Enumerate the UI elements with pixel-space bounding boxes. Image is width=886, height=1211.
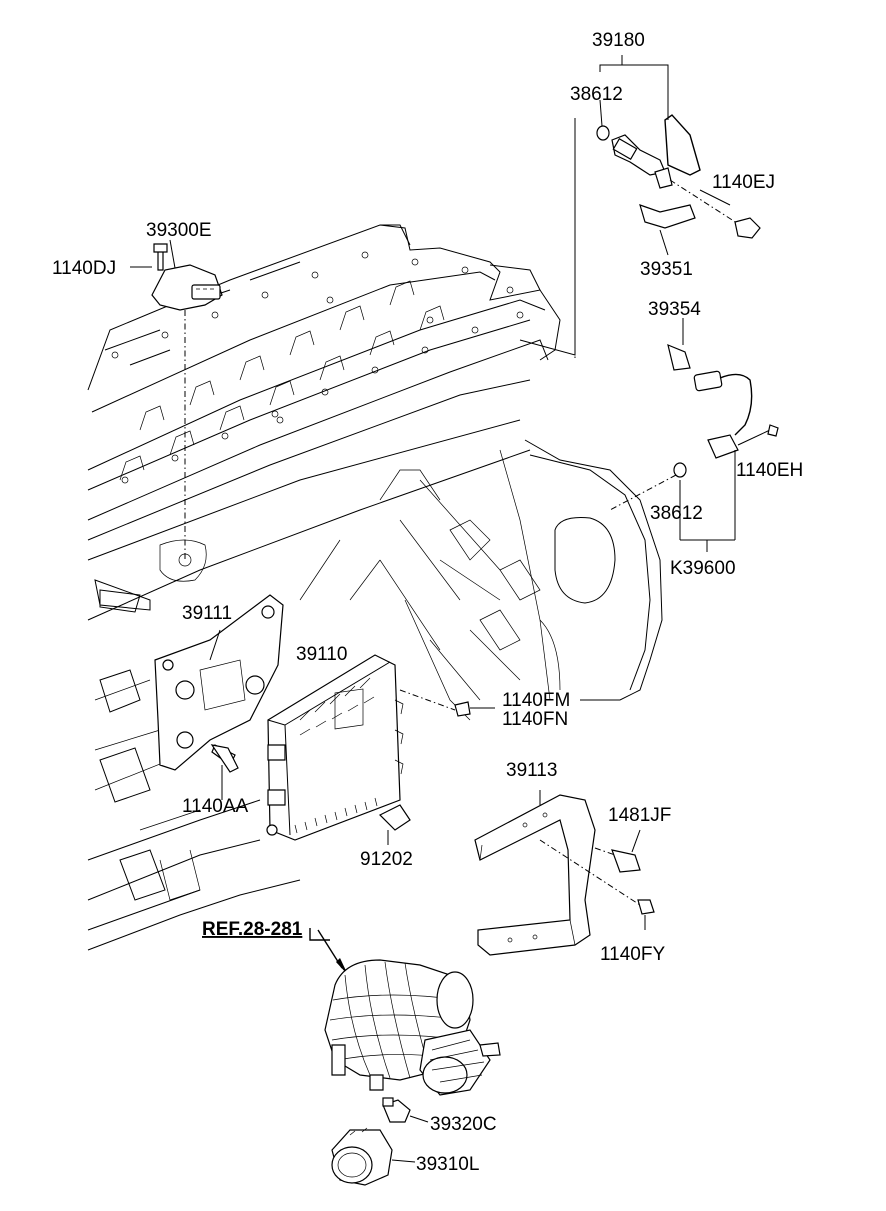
label-1140ej: 1140EJ — [712, 172, 775, 193]
label-39320c: 39320C — [430, 1114, 497, 1135]
air-cleaner-assembly — [309, 928, 501, 1096]
support-bracket — [474, 790, 655, 956]
label-1140aa: 1140AA — [182, 796, 249, 817]
label-38612-top: 38612 — [570, 84, 623, 105]
ecu-mounting-bracket — [154, 594, 284, 790]
ecu-module — [266, 654, 495, 845]
bolt-1140aa — [210, 744, 239, 773]
label-39180: 39180 — [592, 30, 645, 51]
label-1481jf: 1481JF — [608, 805, 671, 826]
label-39110: 39110 — [296, 644, 347, 665]
label-39113: 39113 — [506, 760, 557, 781]
label-38612-bottom: 38612 — [650, 503, 703, 524]
label-1140eh: 1140EH — [736, 460, 803, 481]
intake-duct — [331, 1127, 416, 1186]
part-labels: 39180 38612 1140EJ 39351 39300E 1140DJ 3… — [52, 30, 803, 1175]
label-1140fm: 1140FM — [502, 690, 570, 711]
label-39351: 39351 — [640, 259, 693, 280]
label-39354: 39354 — [648, 299, 701, 320]
label-1140dj: 1140DJ — [52, 258, 116, 279]
cam-position-sensor-assembly — [519, 114, 761, 360]
label-39300e: 39300E — [146, 220, 212, 241]
label-39111: 39111 — [182, 603, 232, 624]
air-flow-sensor — [382, 1097, 429, 1123]
engine-block-drawing — [87, 224, 663, 951]
label-39310l: 39310L — [416, 1154, 479, 1175]
crank-position-sensor-assembly — [609, 318, 779, 552]
label-1140fn: 1140FN — [502, 709, 568, 730]
label-1140fy: 1140FY — [600, 944, 665, 965]
map-sensor — [151, 243, 223, 560]
label-ref-28-281: REF.28-281 — [202, 919, 303, 940]
label-k39600: K39600 — [670, 558, 736, 579]
leader-lines — [130, 55, 731, 800]
label-91202: 91202 — [360, 849, 413, 870]
